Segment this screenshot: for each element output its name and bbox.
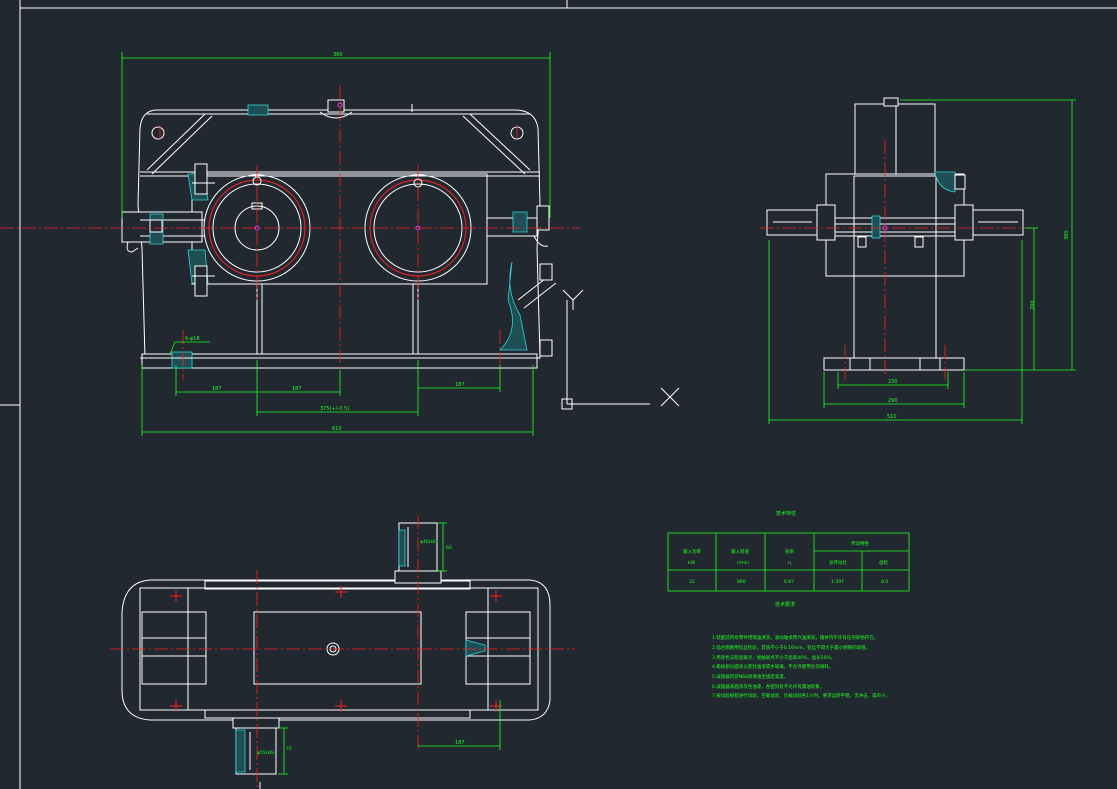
spec-value-speed: 960 [737,579,746,585]
dim-center-height: 200 [1030,300,1036,310]
dim-input-length: 60 [446,545,452,551]
dim-center-distance: 375(+/-0.5) [320,406,349,412]
spec-header-transmission: 传动特性 [851,540,869,547]
dim-overall-width-top: 380 [333,52,343,58]
side-view: 380 200 230 290 510 [760,97,1076,424]
dim-offset: 187 [455,740,465,746]
tech-req-line-2: 2.啮合侧隙用铅丝检验，其值不小于0.16mm，铅丝不得大于最小侧隙的四倍。 [712,644,870,651]
spec-table-title: 技术特性 [776,510,796,517]
dim-shaft-span: 510 [887,414,897,420]
spec-sub-ratio: 总传动比 [829,559,847,566]
tech-req-line-3: 3.用涂色法检验斑点，接触斑点不小于齿高40%、齿长50%。 [712,654,835,661]
tech-req-line-1: 1.装配前所有零件用煤油清洗，滚动轴承用汽油清洗，箱体内不许有任何杂物存在。 [712,634,878,641]
dim-foot-left: 187 [212,386,222,392]
front-view: 380 610 187 187 187 375(+/-0.5) 6-φ18 [0,52,580,436]
ucs-icon [561,289,680,410]
spec-table: 技术特性 输入功率 输入转速 效率 传动特性 kW r/min η 总传动比 齿… [667,510,910,592]
dim-foot-mid: 187 [292,386,302,392]
spec-unit-efficiency: η [788,561,791,566]
spec-value-power: 22 [689,579,695,585]
spec-header-speed: 输入转速 [731,548,749,555]
oil-indicator-hatch [499,261,528,351]
tech-req-line-7: 7.按试验规程进行试验，空载试验、负载试验各1小时，要求运转平稳、无冲击、噪声小… [712,692,890,699]
spec-unit-speed: r/min [737,560,749,566]
side-hatch-vent [934,171,956,193]
dim-output-shaft: φ55(k6) [257,750,275,756]
spec-value-ratio: 1:397 [831,579,844,585]
dim-output-length: 70 [286,746,292,752]
tech-req-line-4: 4.箱体剖分面涂以密封油漆或水玻璃，不允许使用任何填料。 [712,663,833,670]
spec-header-power: 输入功率 [683,548,701,555]
tech-req-title: 技术要求 [775,601,795,608]
spec-value-gear: 8.0 [881,579,888,585]
dim-overall-length: 610 [332,426,342,432]
tech-req-line-5: 5.减速器内装N68润滑油至规定高度。 [712,673,788,680]
tech-requirements: 技术要求 1.装配前所有零件用煤油清洗，滚动轴承用汽油清洗，箱体内不许有任何杂物… [712,601,890,699]
dim-total-height: 380 [1064,230,1070,240]
tech-req-line-6: 6.减速器表面涂灰色油漆，各密封处不允许有漏油现象。 [712,683,824,690]
dim-foot-right: 187 [455,382,465,388]
spec-header-efficiency: 效率 [785,548,794,555]
dim-bolt-note: 6-φ18 [185,336,200,342]
dim-foot-outer: 290 [888,398,898,404]
spec-unit-power: kW [688,560,696,566]
spec-value-efficiency: 0.87 [784,579,794,585]
top-view: φ40(k6) 60 φ55(k6) 70 187 [110,515,575,789]
spec-sub-gear: 齿轮 [879,559,888,566]
top-housing-outline [121,579,551,721]
dim-foot-inner: 230 [888,379,898,385]
dim-input-shaft: φ40(k6) [420,539,438,545]
